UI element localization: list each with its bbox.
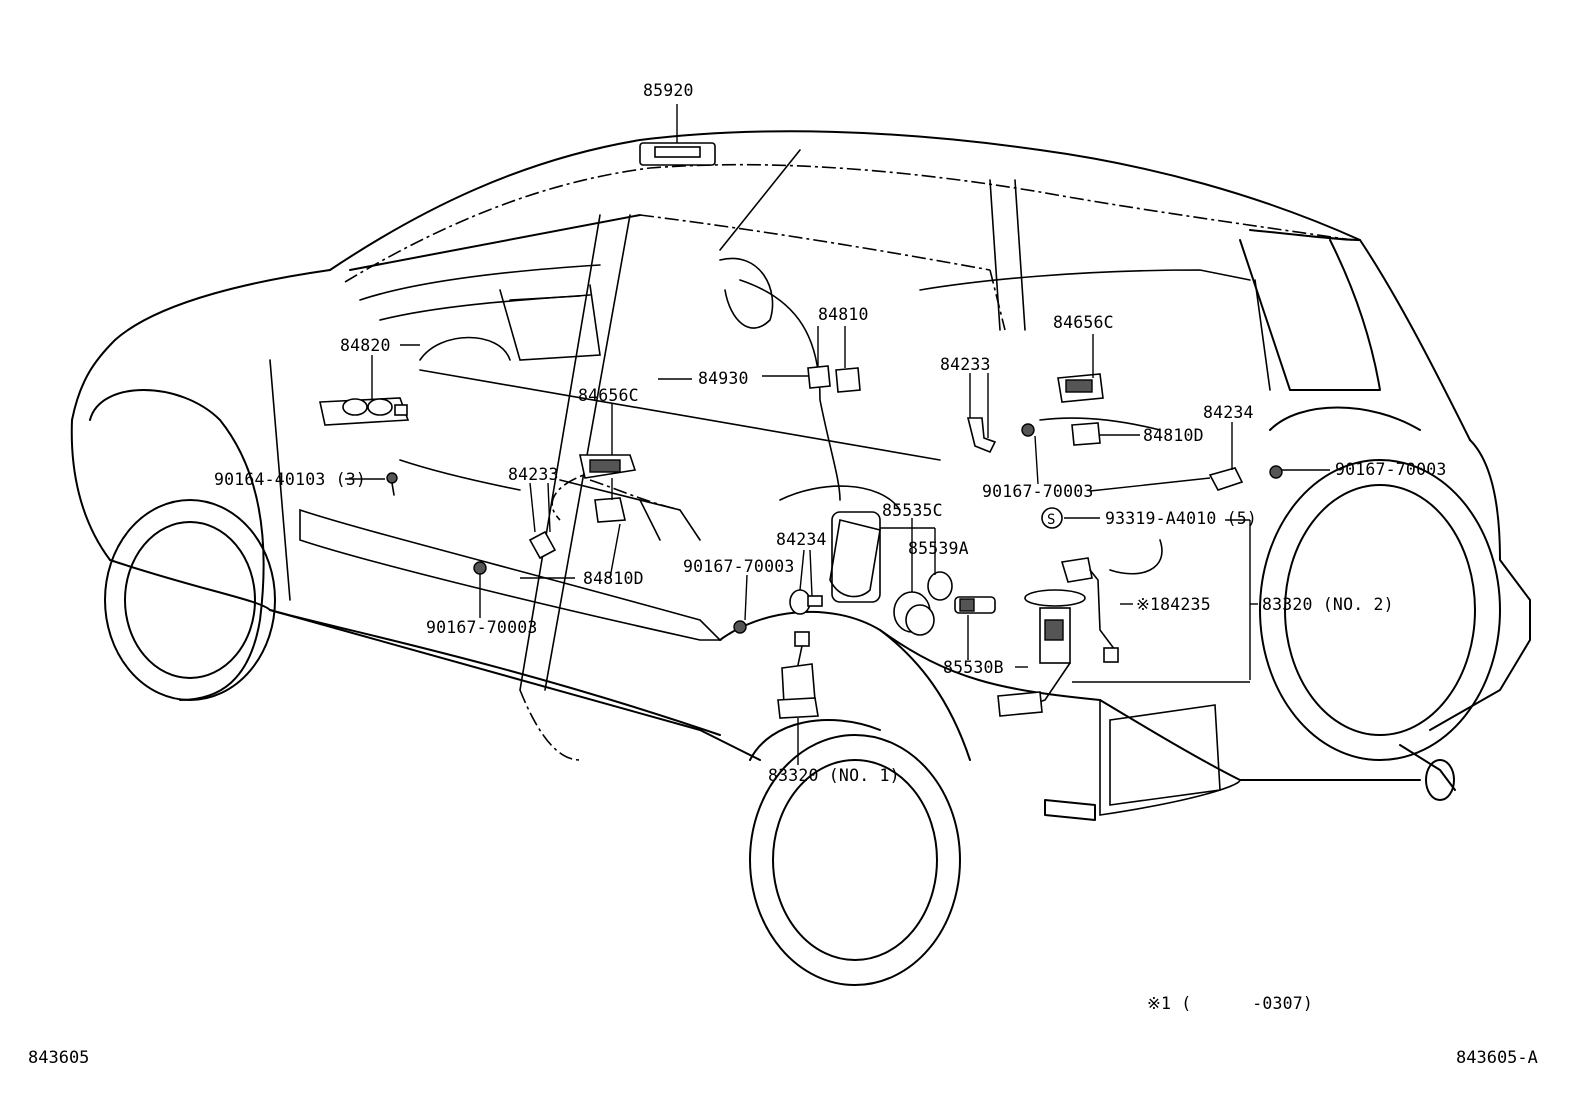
vehicle-outline <box>70 130 1531 821</box>
diagram-code-left: 843605 <box>28 1048 89 1068</box>
callout-85920: 85920 <box>643 81 694 100</box>
callout-184235: ※184235 <box>1136 595 1211 614</box>
screw-90164 <box>386 472 398 496</box>
callout-85539a: 85539A <box>908 539 969 558</box>
callout-84656c-front: 84656C <box>578 386 639 405</box>
sensor-184235 <box>1060 557 1119 663</box>
bracket-left-84233 <box>528 530 557 560</box>
bolt-90167-left <box>473 561 487 575</box>
callout-83320-no2: 83320 (NO. 2) <box>1262 595 1394 614</box>
fuel-pump-83320-no2 <box>997 589 1086 717</box>
callout-84234-center: 84234 <box>776 530 827 549</box>
rear-wheel <box>749 719 961 986</box>
switch-bezel-front-84656c <box>579 454 637 479</box>
callout-84930: 84930 <box>698 369 749 388</box>
diagram-code-right: 843605-A <box>1456 1048 1538 1068</box>
master-window-switch-84820 <box>319 397 410 426</box>
s-symbol <box>1041 507 1063 529</box>
front-wheel <box>89 389 276 701</box>
fuel-lid-85535c <box>831 511 935 636</box>
callout-labels: 85920 84820 84656C 84930 84810 84233 846… <box>214 81 1446 785</box>
callout-85530b: 85530B <box>943 658 1004 677</box>
motor-85530b <box>954 596 996 614</box>
callout-84233-right: 84233 <box>940 355 991 374</box>
callout-90167-center: 90167-70003 <box>982 482 1093 501</box>
sensor-84234-center <box>789 589 823 615</box>
switch-84930 <box>807 365 831 389</box>
callout-85535c: 85535C <box>882 501 943 520</box>
callout-84820: 84820 <box>340 336 391 355</box>
bolt-90167-right <box>1269 465 1283 479</box>
leader-lines <box>345 104 1330 765</box>
callout-93319: 93319-A4010 (5) <box>1105 509 1257 528</box>
roof-component-85920 <box>639 142 716 166</box>
callout-90167-mid: 90167-70003 <box>683 557 794 576</box>
callout-84234-right: 84234 <box>1203 403 1254 422</box>
bolt-90167-mid <box>733 620 747 634</box>
spare-tire <box>1259 406 1501 761</box>
sensor-84234-right <box>1208 467 1244 491</box>
callout-84810d-left: 84810D <box>583 569 644 588</box>
callout-84810: 84810 <box>818 305 869 324</box>
switch-84810 <box>835 367 861 393</box>
callout-90164: 90164-40103 (3) <box>214 470 366 489</box>
switch-rear-84810d <box>1071 422 1101 446</box>
switch-front-84810d <box>594 497 626 523</box>
callout-83320-no1: 83320 (NO. 1) <box>768 766 900 785</box>
switch-bezel-rear-84656c <box>1057 373 1104 403</box>
cap-85539a <box>927 571 953 601</box>
callout-84656c-rear: 84656C <box>1053 313 1114 332</box>
bracket-right-84233 <box>966 417 997 454</box>
callout-90167-right: 90167-70003 <box>1335 460 1446 479</box>
callout-90167-left: 90167-70003 <box>426 618 537 637</box>
fuel-sender-83320-no1 <box>777 631 819 719</box>
callout-84810d-right: 84810D <box>1143 426 1204 445</box>
bolt-90167-center <box>1021 423 1035 437</box>
applicability-note: ※1 ( -0307) <box>1147 994 1313 1013</box>
callout-84233-left: 84233 <box>508 465 559 484</box>
callout-s-symbol: S <box>1047 512 1056 528</box>
